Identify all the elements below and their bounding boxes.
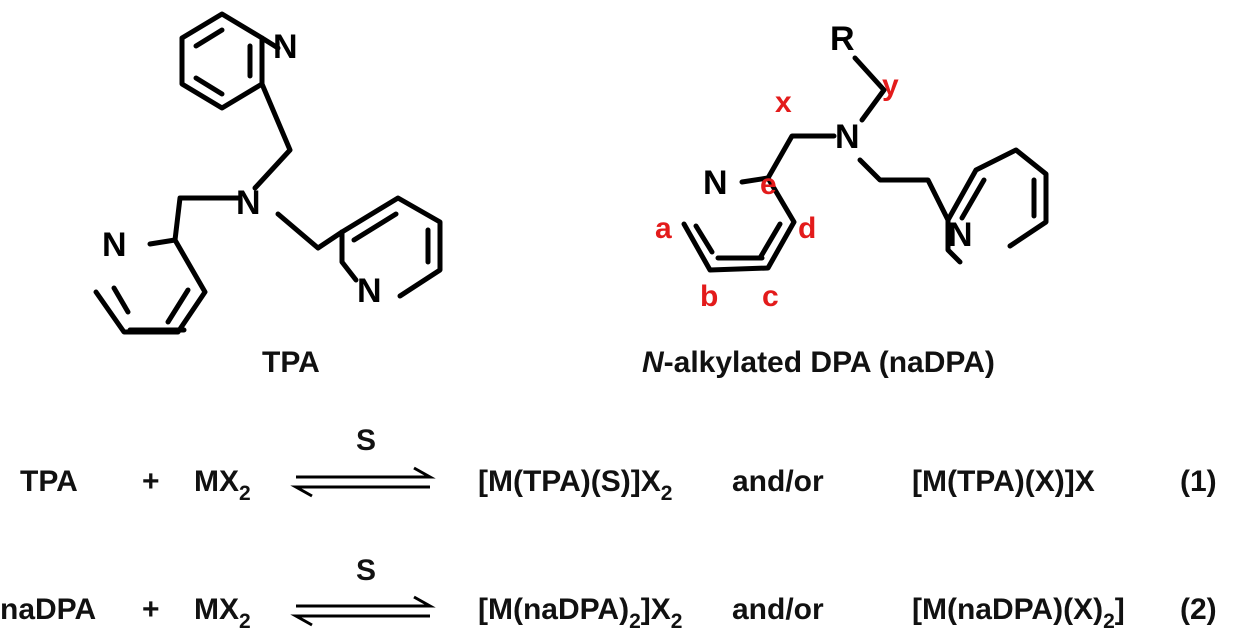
nadpa-left-pyridine-ring: [681, 175, 797, 273]
equation-2: naDPA + MX2 S [M(naDPA)2]X2 and/or [M(na…: [0, 554, 1217, 633]
eq1-product-1: [M(TPA)(S)]X2: [478, 465, 672, 505]
nadpa-central-nitrogen: N: [835, 118, 860, 156]
nadpa-structure: R y N x N e d a b c N N-alkylated DPA (n…: [642, 20, 1049, 379]
eq2-reactant-nadpa: naDPA: [0, 593, 96, 626]
nadpa-right-arm: [857, 157, 951, 223]
nadpa-right-pyridine-ring: [945, 147, 1049, 265]
eq1-reactant-tpa: TPA: [20, 465, 78, 498]
tpa-top-arm: [252, 81, 293, 191]
eq2-product-1: [M(naDPA)2]X2: [478, 593, 682, 633]
eq1-connector: and/or: [732, 465, 824, 498]
eq2-condition: S: [356, 554, 376, 587]
tpa-top-nitrogen: N: [273, 28, 298, 66]
nadpa-label-a: a: [655, 212, 672, 245]
eq1-condition: S: [356, 424, 376, 457]
tpa-central-nitrogen: N: [236, 184, 261, 222]
tpa-right-pyridine-ring: [339, 195, 443, 299]
tpa-caption: TPA: [262, 346, 320, 379]
equation-1: TPA + MX2 S [M(TPA)(S)]X2 and/or [M(TPA)…: [20, 424, 1217, 505]
eq1-plus: +: [142, 465, 160, 498]
tpa-right-arm: [275, 211, 345, 251]
eq2-product-2: [M(naDPA)(X)2]: [912, 593, 1125, 633]
eq2-reactant-mx2: MX2: [194, 593, 251, 633]
nadpa-label-c: c: [762, 280, 779, 313]
tpa-right-nitrogen: N: [357, 272, 382, 310]
eq2-plus: +: [142, 593, 160, 626]
nadpa-label-d: d: [798, 212, 816, 245]
nadpa-left-arm: [765, 133, 837, 181]
tpa-left-nitrogen: N: [102, 226, 127, 264]
tpa-left-arm: [172, 195, 241, 243]
nadpa-left-nitrogen: N: [703, 164, 728, 202]
eq2-equilibrium-arrow: [290, 595, 436, 627]
nadpa-label-b: b: [700, 280, 718, 313]
nadpa-alkyl-chain: [852, 55, 887, 123]
eq2-number: (2): [1180, 593, 1217, 626]
tpa-structure: N N N N TPA: [93, 11, 443, 379]
eq2-connector: and/or: [732, 593, 824, 626]
nadpa-label-e: e: [760, 168, 777, 201]
nadpa-caption: N-alkylated DPA (naDPA): [642, 346, 995, 379]
eq1-reactant-mx2: MX2: [194, 465, 251, 505]
nadpa-label-y: y: [882, 69, 899, 102]
nadpa-label-x: x: [775, 86, 792, 119]
nadpa-right-nitrogen: N: [948, 216, 973, 254]
tpa-top-pyridine-ring: [179, 11, 281, 111]
eq1-number: (1): [1180, 465, 1217, 498]
tpa-left-pyridine-ring: [93, 237, 208, 335]
nadpa-r-group: R: [830, 20, 855, 58]
eq1-product-2: [M(TPA)(X)]X: [912, 465, 1095, 498]
eq1-equilibrium-arrow: [290, 466, 436, 498]
